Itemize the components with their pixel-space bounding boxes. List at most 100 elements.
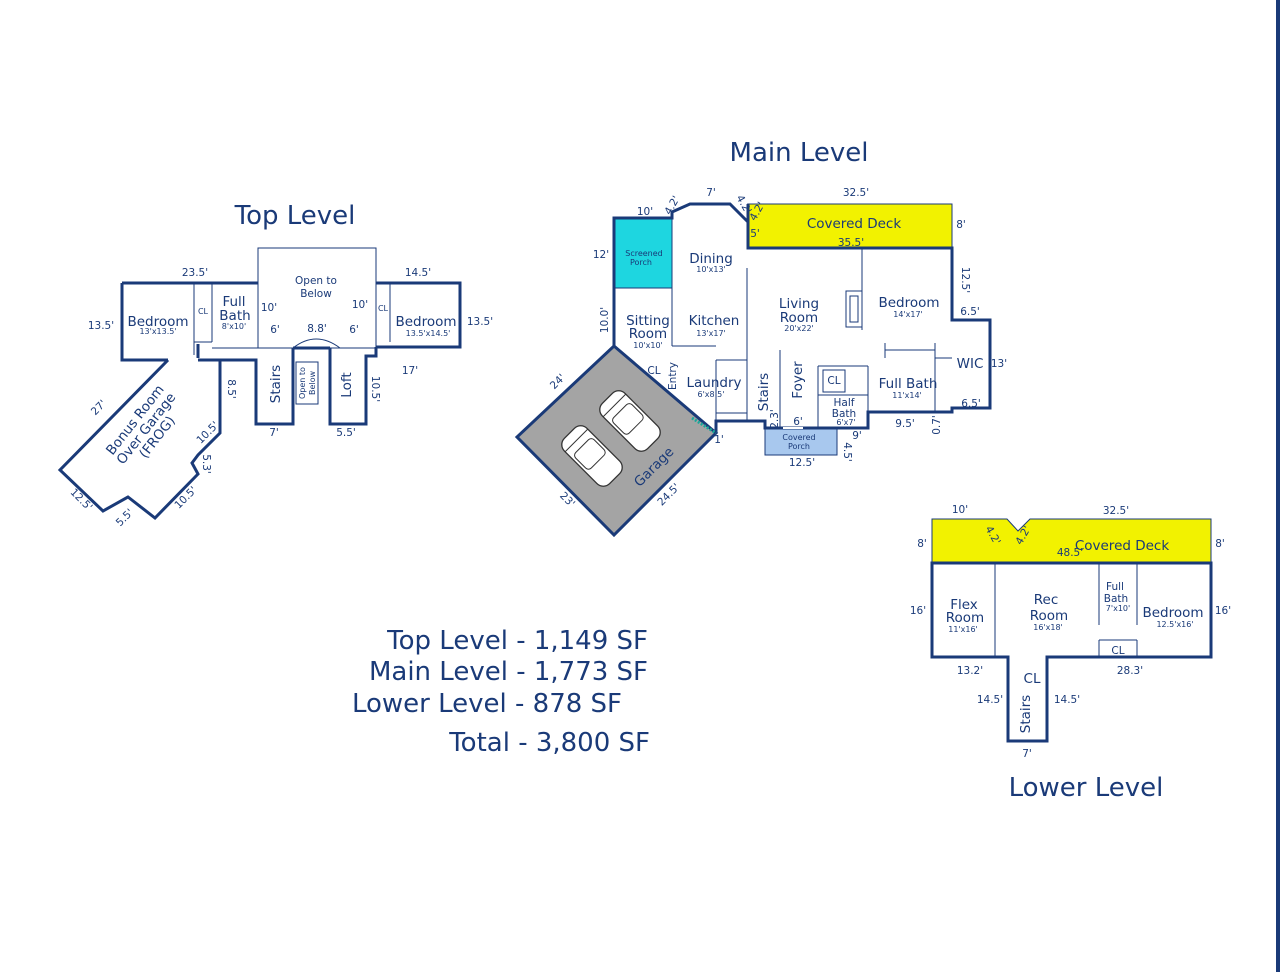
summary-lower: Lower Level - 878 SF <box>352 689 622 719</box>
lower-level: Covered Deck Flex Room 11'x16' Rec Room … <box>910 504 1231 803</box>
top-full-bath-label-2: Bath <box>219 308 250 324</box>
lower-full-bath-size: 7'x10' <box>1106 604 1130 613</box>
dim: 28.3' <box>1117 665 1143 677</box>
dim: 4.5' <box>841 442 853 462</box>
foyer-closet <box>822 369 846 393</box>
half-bath-label: Half <box>834 397 855 409</box>
entry-label: Entry <box>667 362 679 390</box>
kitchen-label: Kitchen <box>689 313 740 329</box>
dim: 10.5' <box>172 484 199 511</box>
dim: 14.5' <box>405 267 431 279</box>
lower-full-bath-label-2: Bath <box>1104 593 1128 605</box>
open-to-below-label-2: Below <box>300 288 332 300</box>
main-stairs-label: Stairs <box>756 373 772 411</box>
dim: 6' <box>793 416 803 428</box>
dim: 12.5' <box>959 267 971 293</box>
lower-stairs-label: Stairs <box>1018 695 1034 733</box>
dim: 4.2' <box>662 194 682 217</box>
dim: 6' <box>349 324 359 336</box>
top-bedroom-left-size: 13'x13.5' <box>139 327 176 336</box>
main-bedroom-label: Bedroom <box>878 295 939 311</box>
half-bath-size: 6'x7' <box>836 418 855 427</box>
dim: 23.5' <box>182 267 208 279</box>
dining-label: Dining <box>689 251 733 267</box>
dim: 24' <box>548 372 568 392</box>
dim: 5.5' <box>336 427 356 439</box>
dim: 5.3' <box>200 454 212 474</box>
dim: 9.5' <box>895 418 915 430</box>
kitchen-size: 13'x17' <box>696 329 726 338</box>
dim: 13.5' <box>88 320 114 332</box>
lower-bedroom-size: 12.5'x16' <box>1156 620 1193 629</box>
dim: 1' <box>714 434 724 446</box>
lower-covered-deck-label: Covered Deck <box>1075 538 1170 554</box>
top-full-bath-size: 8'x10' <box>222 322 246 331</box>
main-level: Main Level Garage <box>514 138 1007 538</box>
full-bath-size: 11'x14' <box>892 391 922 400</box>
top-bedroom-right-size: 13.5'x14.5' <box>406 329 451 338</box>
main-level-title: Main Level <box>730 138 869 168</box>
dim: 8' <box>956 219 966 231</box>
dim: 7' <box>269 427 279 439</box>
top-closet-label: CL <box>198 307 209 316</box>
dim: 5' <box>750 228 760 240</box>
living-room-label-2: Room <box>780 310 818 326</box>
dim: 10' <box>261 302 277 314</box>
sitting-room-label: Sitting <box>626 313 670 329</box>
lower-full-bath-label: Full <box>1106 581 1124 593</box>
garage-door <box>691 416 717 435</box>
dim: 32.5' <box>1103 505 1129 517</box>
screened-porch-label: Screened <box>625 249 663 258</box>
entry-closet-label: CL <box>647 365 660 377</box>
car-icon <box>561 425 623 487</box>
full-bath-label: Full Bath <box>879 376 938 392</box>
dim: 8.8' <box>307 323 327 335</box>
dim: 7' <box>1022 748 1032 760</box>
dim: 6.5' <box>961 398 981 410</box>
dim: 10.0' <box>599 307 611 333</box>
dim: 5.5' <box>114 507 136 529</box>
sitting-room-label-2: Room <box>629 326 667 342</box>
dim: 10' <box>637 206 653 218</box>
dim: 12' <box>593 249 609 261</box>
living-room-label: Living <box>779 296 819 312</box>
dim: 17' <box>402 365 418 377</box>
top-full-bath-label: Full <box>222 294 245 310</box>
dim: 12.5' <box>68 486 95 513</box>
laundry-size: 6'x8.5' <box>698 390 725 399</box>
rec-room-label-2: Room <box>1030 608 1068 624</box>
summary-main: Main Level - 1,773 SF <box>369 657 648 687</box>
dim: 16' <box>1215 605 1231 617</box>
sitting-room-size: 10'x10' <box>633 341 663 350</box>
dim: 48.5' <box>1057 547 1083 559</box>
foyer-label: Foyer <box>790 361 806 399</box>
dim: 0.7' <box>931 415 943 435</box>
main-interior-walls <box>614 248 952 428</box>
dim: 14.5' <box>977 694 1003 706</box>
flex-room-label-2: Room <box>946 610 984 626</box>
dim: 8' <box>1215 538 1225 550</box>
rec-room-size: 16'x18' <box>1033 623 1063 632</box>
lower-closet-label-2: CL <box>1024 671 1041 687</box>
page-border <box>1276 0 1280 972</box>
dim: 8.5' <box>225 379 237 399</box>
flex-room-size: 11'x16' <box>948 625 978 634</box>
open-to-below-small: Open to <box>298 367 307 399</box>
top-bedroom-left-label: Bedroom <box>127 314 188 330</box>
covered-porch <box>764 427 838 456</box>
lower-bedroom-label: Bedroom <box>1142 605 1203 621</box>
laundry-label: Laundry <box>686 375 741 391</box>
dim: 27' <box>89 398 109 418</box>
square-footage-summary: Top Level - 1,149 SF Main Level - 1,773 … <box>352 626 650 758</box>
dim: 2.3' <box>769 409 781 429</box>
dining-size: 10'x13' <box>696 265 726 274</box>
wic-label: WIC <box>957 356 984 372</box>
dim: 9' <box>852 430 862 442</box>
open-to-below-label: Open to <box>295 275 337 287</box>
open-to-below-small-2: Below <box>308 371 317 396</box>
dim: 32.5' <box>843 187 869 199</box>
top-level: Top Level Bedroom 13'x13.5' CL Full Bath… <box>57 201 493 529</box>
summary-total: Total - 3,800 SF <box>448 728 650 758</box>
car-icon <box>599 390 661 452</box>
